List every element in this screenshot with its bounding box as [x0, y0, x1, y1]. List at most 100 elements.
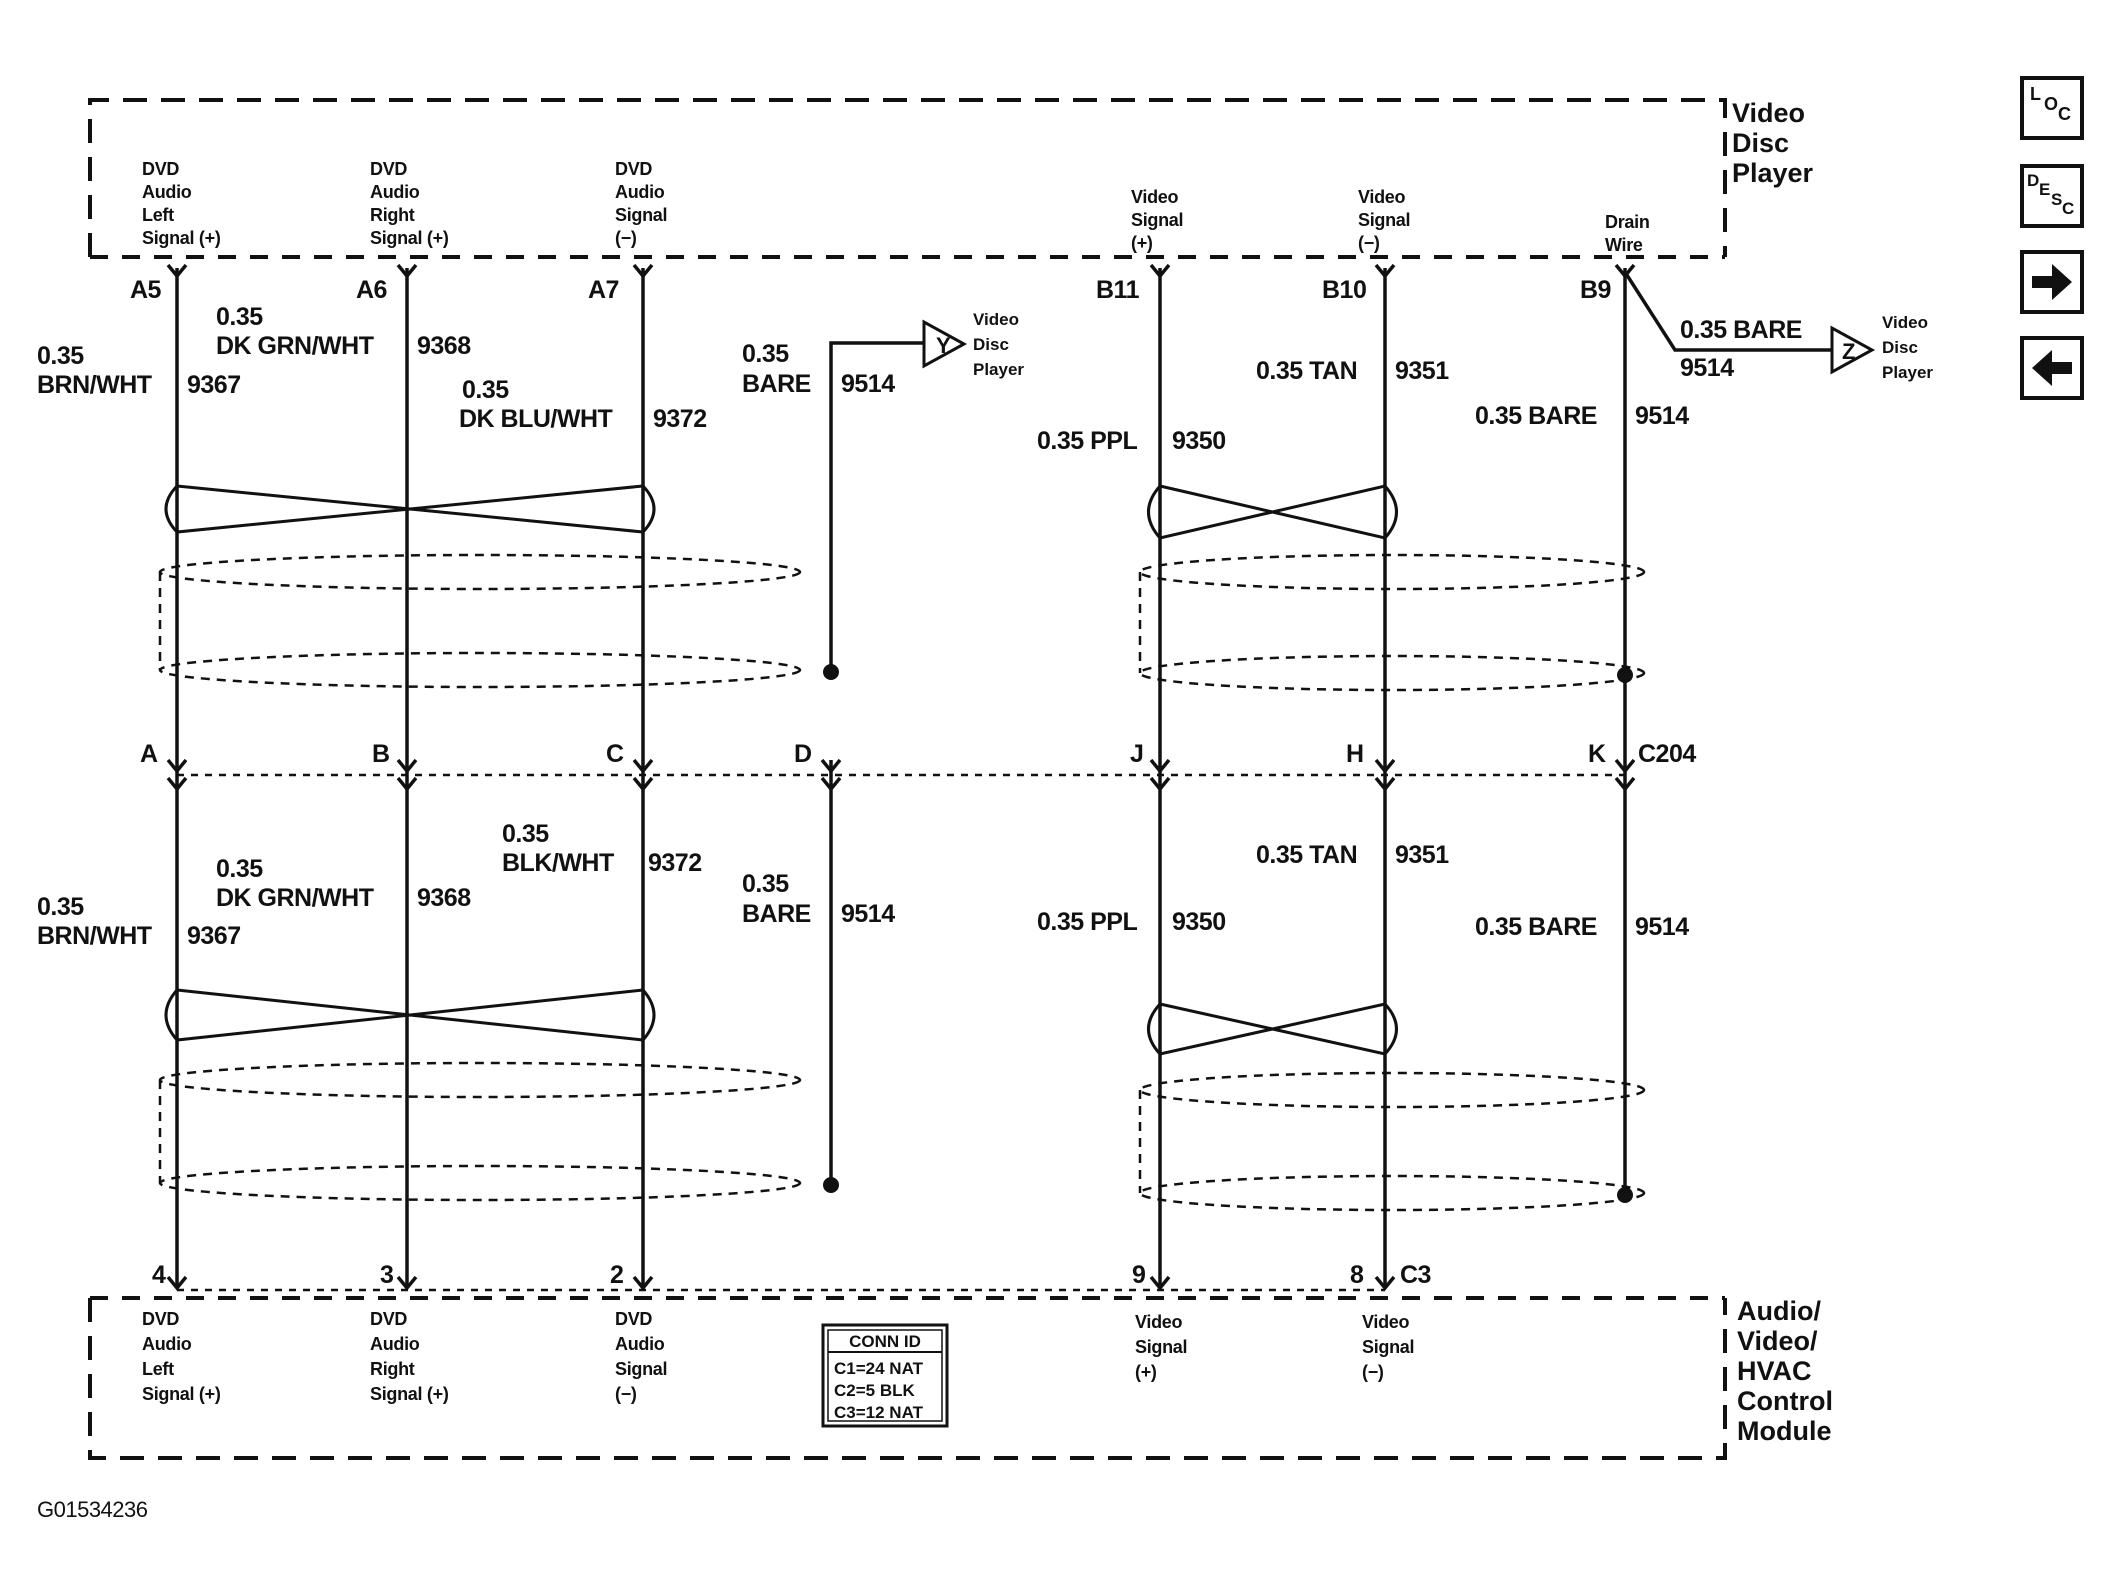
inline-connector-c204	[166, 758, 1636, 792]
svg-text:0.35 BARE: 0.35 BARE	[1680, 316, 1802, 344]
lower-wire-labels: 0.35 BRN/WHT 9367 0.35 DK GRN/WHT 9368 0…	[37, 820, 1690, 950]
shield-upper-video	[1138, 553, 1646, 692]
svg-text:BLK/WHT: BLK/WHT	[502, 849, 614, 877]
twisted-pair-lower-audio	[164, 988, 656, 1042]
signal-dvd-left-bottom: DVD Audio Left Signal (+)	[142, 1309, 221, 1404]
signal-drain-wire-top: Drain Wire	[1605, 212, 1654, 255]
inline-pin-labels: A B C D J H K C204	[140, 740, 1697, 768]
svg-text:0.35 BARE: 0.35 BARE	[1475, 913, 1597, 941]
svg-text:BARE: BARE	[742, 370, 811, 398]
location-button[interactable]: L O C	[2020, 76, 2084, 140]
signal-video-pos-bottom: Video Signal (+)	[1135, 1312, 1192, 1382]
next-page-button[interactable]	[2020, 250, 2084, 314]
svg-text:DK GRN/WHT: DK GRN/WHT	[216, 884, 374, 912]
svg-text:0.35: 0.35	[462, 376, 509, 404]
pin-label: A6	[356, 276, 387, 304]
pin-label: B11	[1096, 276, 1140, 304]
svg-text:0.35 BARE: 0.35 BARE	[1475, 402, 1597, 430]
pin-label: K	[1588, 740, 1606, 768]
svg-text:9350: 9350	[1172, 427, 1226, 455]
offpage-connector-y: Y Video Disc Player	[922, 310, 1024, 379]
pin-label: A5	[130, 276, 162, 304]
twisted-pair-upper-video	[1147, 484, 1398, 540]
svg-text:9514: 9514	[1635, 913, 1689, 941]
conn-id-row: C2=5 BLK	[834, 1381, 915, 1400]
signal-dvd-neg-top: DVD Audio Signal (−)	[615, 159, 672, 248]
pin-label: 8	[1350, 1261, 1364, 1289]
conn-id-row: C1=24 NAT	[834, 1359, 924, 1378]
svg-text:9368: 9368	[417, 884, 471, 912]
pin-label: A	[140, 740, 158, 768]
pin-label: 9	[1132, 1261, 1145, 1289]
svg-text:9514: 9514	[841, 370, 895, 398]
svg-text:L: L	[2030, 84, 2041, 104]
pin-label: D	[794, 740, 812, 768]
offpage-letter-z: Z	[1842, 339, 1855, 364]
pin-label: J	[1130, 740, 1143, 768]
splice-dot	[823, 664, 839, 680]
svg-text:9367: 9367	[187, 371, 241, 399]
arrow-left-icon	[2032, 350, 2072, 386]
svg-text:O: O	[2044, 94, 2058, 114]
figure-id: G01534236	[37, 1497, 148, 1522]
conn-id-table: CONN ID C1=24 NAT C2=5 BLK C3=12 NAT	[821, 1323, 949, 1428]
svg-text:Video Disc Player: Video Disc Player	[1882, 313, 1933, 382]
previous-page-button[interactable]	[2020, 336, 2084, 400]
description-button[interactable]: D E S C	[2020, 164, 2084, 228]
component-line: Control	[1737, 1386, 1833, 1416]
pin-label: B9	[1580, 276, 1611, 304]
arrow-right-icon	[2032, 264, 2072, 300]
svg-text:S: S	[2051, 190, 2062, 209]
svg-text:DK GRN/WHT: DK GRN/WHT	[216, 332, 374, 360]
conn-id-row: C3=12 NAT	[834, 1403, 924, 1422]
svg-text:0.35: 0.35	[37, 342, 84, 370]
component-line: Player	[1732, 158, 1814, 188]
component-line: Disc	[1732, 128, 1789, 158]
conn-id-title: CONN ID	[849, 1332, 921, 1351]
twisted-pair-upper-audio	[164, 484, 656, 534]
svg-text:9372: 9372	[653, 405, 707, 433]
hvac-module-box	[88, 1296, 1727, 1460]
pin-label: H	[1346, 740, 1364, 768]
signal-video-neg-top: Video Signal (−)	[1358, 187, 1415, 253]
desc-icon: D E S C	[2027, 171, 2074, 218]
svg-text:DK BLU/WHT: DK BLU/WHT	[459, 405, 613, 433]
loc-icon: L O C	[2030, 84, 2071, 124]
svg-text:9514: 9514	[1635, 402, 1689, 430]
signal-dvd-right-bottom: DVD Audio Right Signal (+)	[370, 1309, 449, 1404]
shield-lower-audio	[158, 1061, 802, 1202]
shield-lower-video	[1138, 1071, 1646, 1212]
twisted-pair-lower-video	[1147, 1002, 1398, 1056]
svg-text:0.35: 0.35	[37, 893, 84, 921]
svg-text:C: C	[2058, 104, 2071, 124]
svg-text:9514: 9514	[841, 900, 895, 928]
svg-text:D: D	[2027, 171, 2039, 190]
conductors	[175, 268, 1832, 1288]
bottom-pin-labels: 4 3 2 9 8 C3	[152, 1261, 1431, 1289]
pin-label: 4	[152, 1261, 166, 1289]
svg-text:C: C	[2062, 199, 2074, 218]
video-disc-player-box	[88, 98, 1727, 259]
top-pin-markers	[166, 263, 1636, 279]
svg-text:0.35: 0.35	[502, 820, 549, 848]
svg-text:0.35: 0.35	[742, 340, 789, 368]
connector-id: C204	[1638, 740, 1696, 768]
offpage-connector-z: Z Video Disc Player	[1830, 313, 1933, 382]
svg-text:0.35 TAN: 0.35 TAN	[1256, 357, 1357, 385]
svg-text:9368: 9368	[417, 332, 471, 360]
shield-upper-audio	[158, 553, 802, 689]
pin-label: 2	[610, 1261, 623, 1289]
svg-text:9350: 9350	[1172, 908, 1226, 936]
svg-text:0.35: 0.35	[742, 870, 789, 898]
svg-text:0.35: 0.35	[216, 303, 263, 331]
pin-label: C	[606, 740, 624, 768]
svg-text:9372: 9372	[648, 849, 702, 877]
splice-dot	[1617, 667, 1633, 683]
signal-dvd-neg-bottom: DVD Audio Signal (−)	[615, 1309, 672, 1404]
signal-video-neg-bottom: Video Signal (−)	[1362, 1312, 1419, 1382]
splice-dot	[1617, 1187, 1633, 1203]
pin-label: 3	[380, 1261, 393, 1289]
svg-text:0.35 PPL: 0.35 PPL	[1037, 908, 1137, 936]
component-line: Video/	[1737, 1326, 1818, 1356]
